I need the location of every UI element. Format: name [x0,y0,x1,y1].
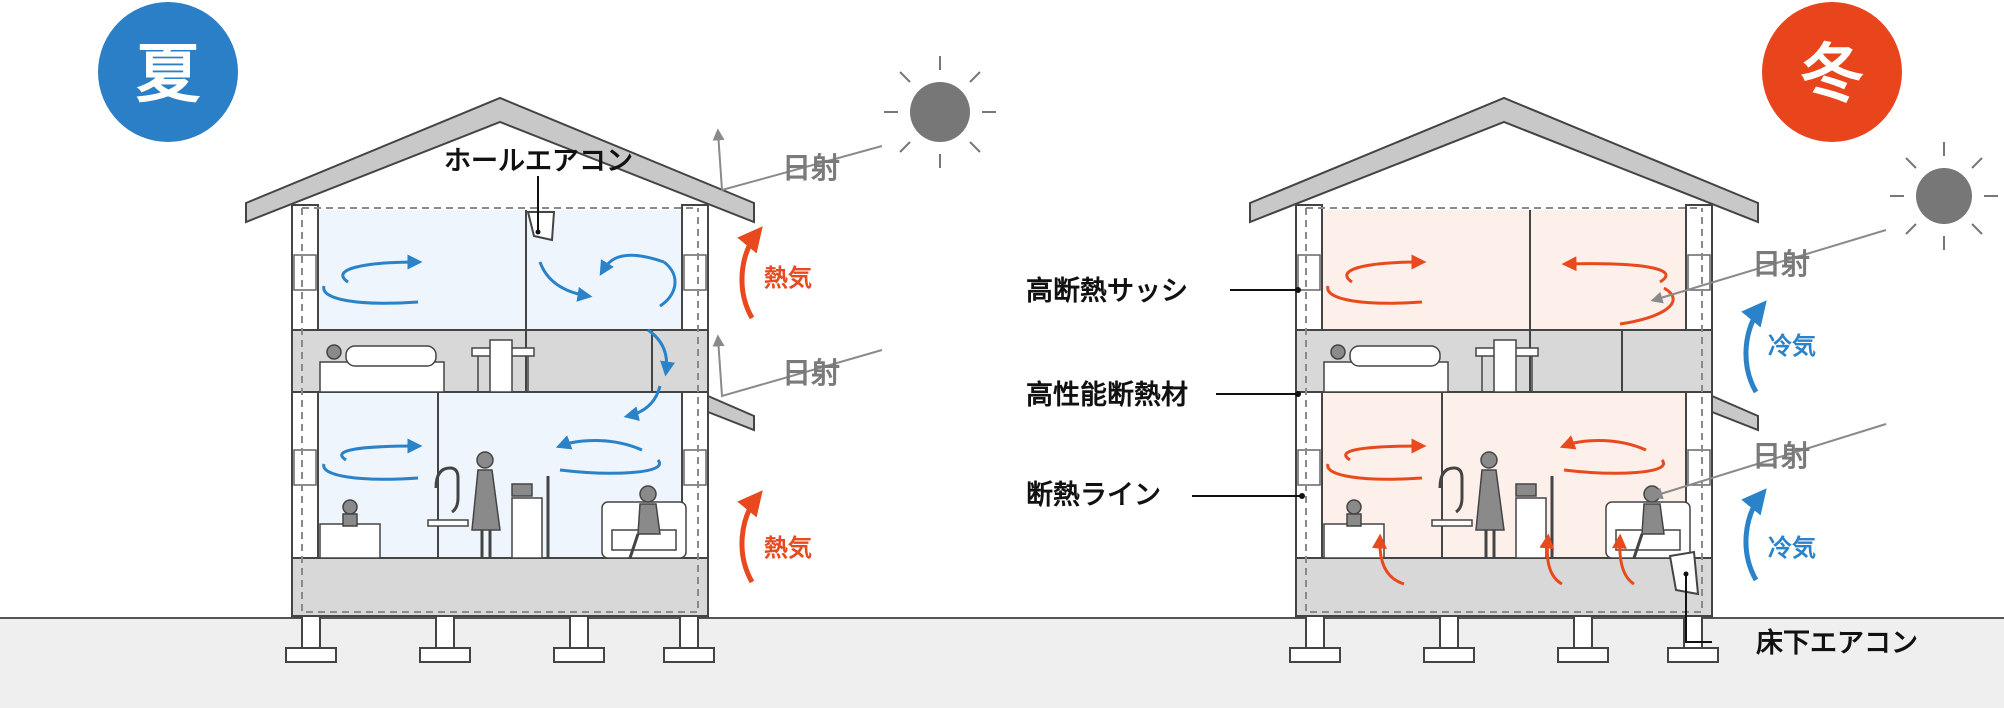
summer-heat-upper: 熱気 [764,264,812,292]
floor-ac-label: 床下エアコン [1756,627,1918,659]
winter-badge [1762,2,1902,142]
ground [0,618,2004,708]
winter-badge-text: 冬 [1800,38,1864,112]
sun-icon [1890,142,1998,250]
summer-heat-lower: 熱気 [764,534,812,562]
winter-cold-lower: 冷気 [1768,534,1816,562]
summer-solar-lower: 日射 [782,356,840,390]
sun-icon [884,56,996,168]
winter-cold-upper: 冷気 [1768,332,1816,360]
summer-badge [98,2,238,142]
insulation-label: 高性能断熱材 [1026,379,1188,411]
sash-label: 高断熱サッシ [1026,275,1188,307]
winter-panel: 冬 [1026,2,1998,663]
winter-solar-upper: 日射 [1752,247,1810,281]
winter-solar-lower: 日射 [1752,439,1810,473]
insulation-line-label: 断熱ライン [1026,480,1161,511]
summer-panel: 夏 [98,2,996,663]
summer-badge-text: 夏 [136,38,201,112]
air-conditioner-icon [1668,550,1712,643]
air-conditioner-icon [526,176,556,242]
summer-solar-upper: 日射 [782,151,840,185]
hall-ac-label: ホールエアコン [444,146,633,177]
